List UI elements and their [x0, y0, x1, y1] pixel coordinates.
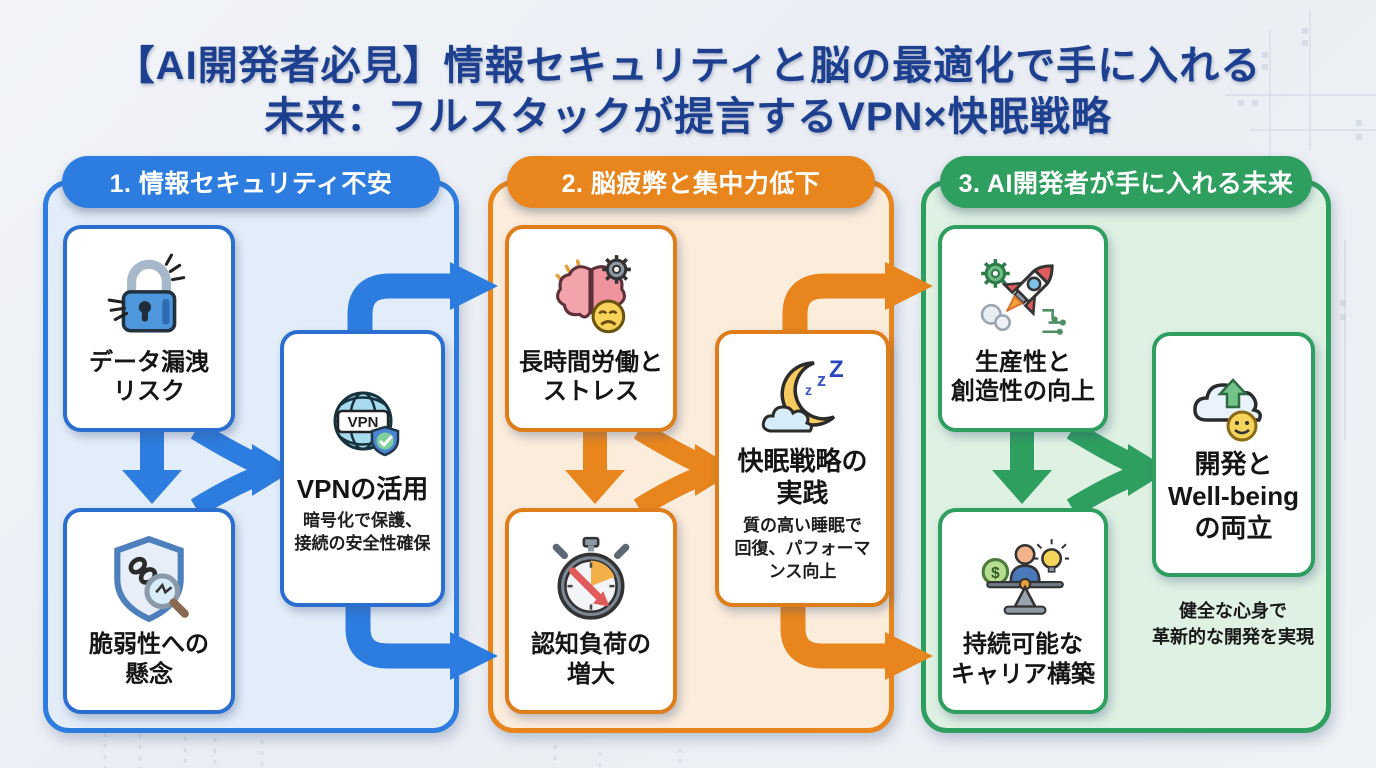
section-fatigue-header: 2. 脳疲弊と集中力低下 [507, 156, 875, 208]
card-long-hours-stress: 長時間労働と ストレス [505, 225, 677, 432]
dollar-text: $ [991, 565, 1000, 582]
moon-sleep-icon: z z Z [761, 356, 844, 433]
section-security-header: 1. 情報セキュリティ不安 [62, 156, 440, 208]
section-future-header: 3. AI開発者が手に入れる未来 [940, 156, 1312, 208]
zzz-text: Z [829, 356, 844, 383]
balance-career-icon: $ [981, 539, 1069, 616]
card-label: 長時間労働と ストレス [519, 348, 663, 405]
zzz-text: z [805, 382, 812, 398]
zzz-text: z [817, 370, 826, 390]
shield-vulnerability-icon [114, 536, 189, 623]
card-label: 快眠戦略の 実践 [737, 446, 868, 509]
rocket-growth-icon [980, 258, 1066, 335]
card-sustainable-career: $ 持続可能な キャリア構築 [938, 508, 1108, 714]
page-title-line1: 【AI開発者必見】情報セキュリティと脳の最適化で手に入れる [114, 43, 1262, 88]
cloud-wellbeing-icon [1192, 378, 1262, 442]
page-title-line2: 未来：フルスタックが提言するVPN×快眠戦略 [264, 94, 1112, 139]
card-vpn-utilization: VPN VPNの活用 暗号化で保護、 接続の安全性確保 [280, 330, 445, 607]
card-label: 生産性と 創造性の向上 [951, 348, 1095, 405]
vpn-badge-text: VPN [347, 414, 378, 431]
card-dev-wellbeing-balance: 開発と Well-being の両立 [1152, 332, 1315, 577]
card-productivity-creativity: 生産性と 創造性の向上 [938, 225, 1108, 432]
card-label: 開発と Well-being の両立 [1168, 449, 1299, 543]
green-arrows [992, 421, 1170, 517]
card-label: 脆弱性への 懸念 [89, 631, 209, 688]
stopwatch-decline-icon [552, 537, 630, 620]
card-data-leak-risk: データ漏洩 リスク [63, 225, 235, 432]
vpn-globe-icon: VPN [333, 391, 399, 457]
card-cognitive-load: 認知負荷の 増大 [505, 508, 677, 714]
card-vulnerability-concern: 脆弱性への 懸念 [63, 508, 235, 714]
card-label: VPNの活用 [296, 473, 429, 504]
page-title: 【AI開発者必見】情報セキュリティと脳の最適化で手に入れる未来：フルスタックが提… [0, 41, 1376, 143]
card-label: 認知負荷の 増大 [531, 631, 651, 688]
card-label: データ漏洩 リスク [89, 348, 209, 405]
brain-stress-icon [555, 254, 631, 334]
card-label: 持続可能な キャリア構築 [951, 631, 1095, 688]
card-subtext: 質の高い睡眠で 回復、パフォーマ ンス向上 [734, 515, 871, 581]
future-note-text: 健全な心身で 革新的な開発を実現 [1152, 601, 1314, 648]
card-sleep-strategy: z z Z 快眠戦略の 実践 質の高い睡眠で 回復、パフォーマ ンス向上 [715, 330, 890, 607]
blue-arrows [122, 262, 498, 680]
orange-arrows [565, 262, 933, 680]
padlock-leak-icon [107, 253, 186, 333]
card-subtext: 暗号化で保護、 接続の安全性確保 [294, 511, 431, 554]
